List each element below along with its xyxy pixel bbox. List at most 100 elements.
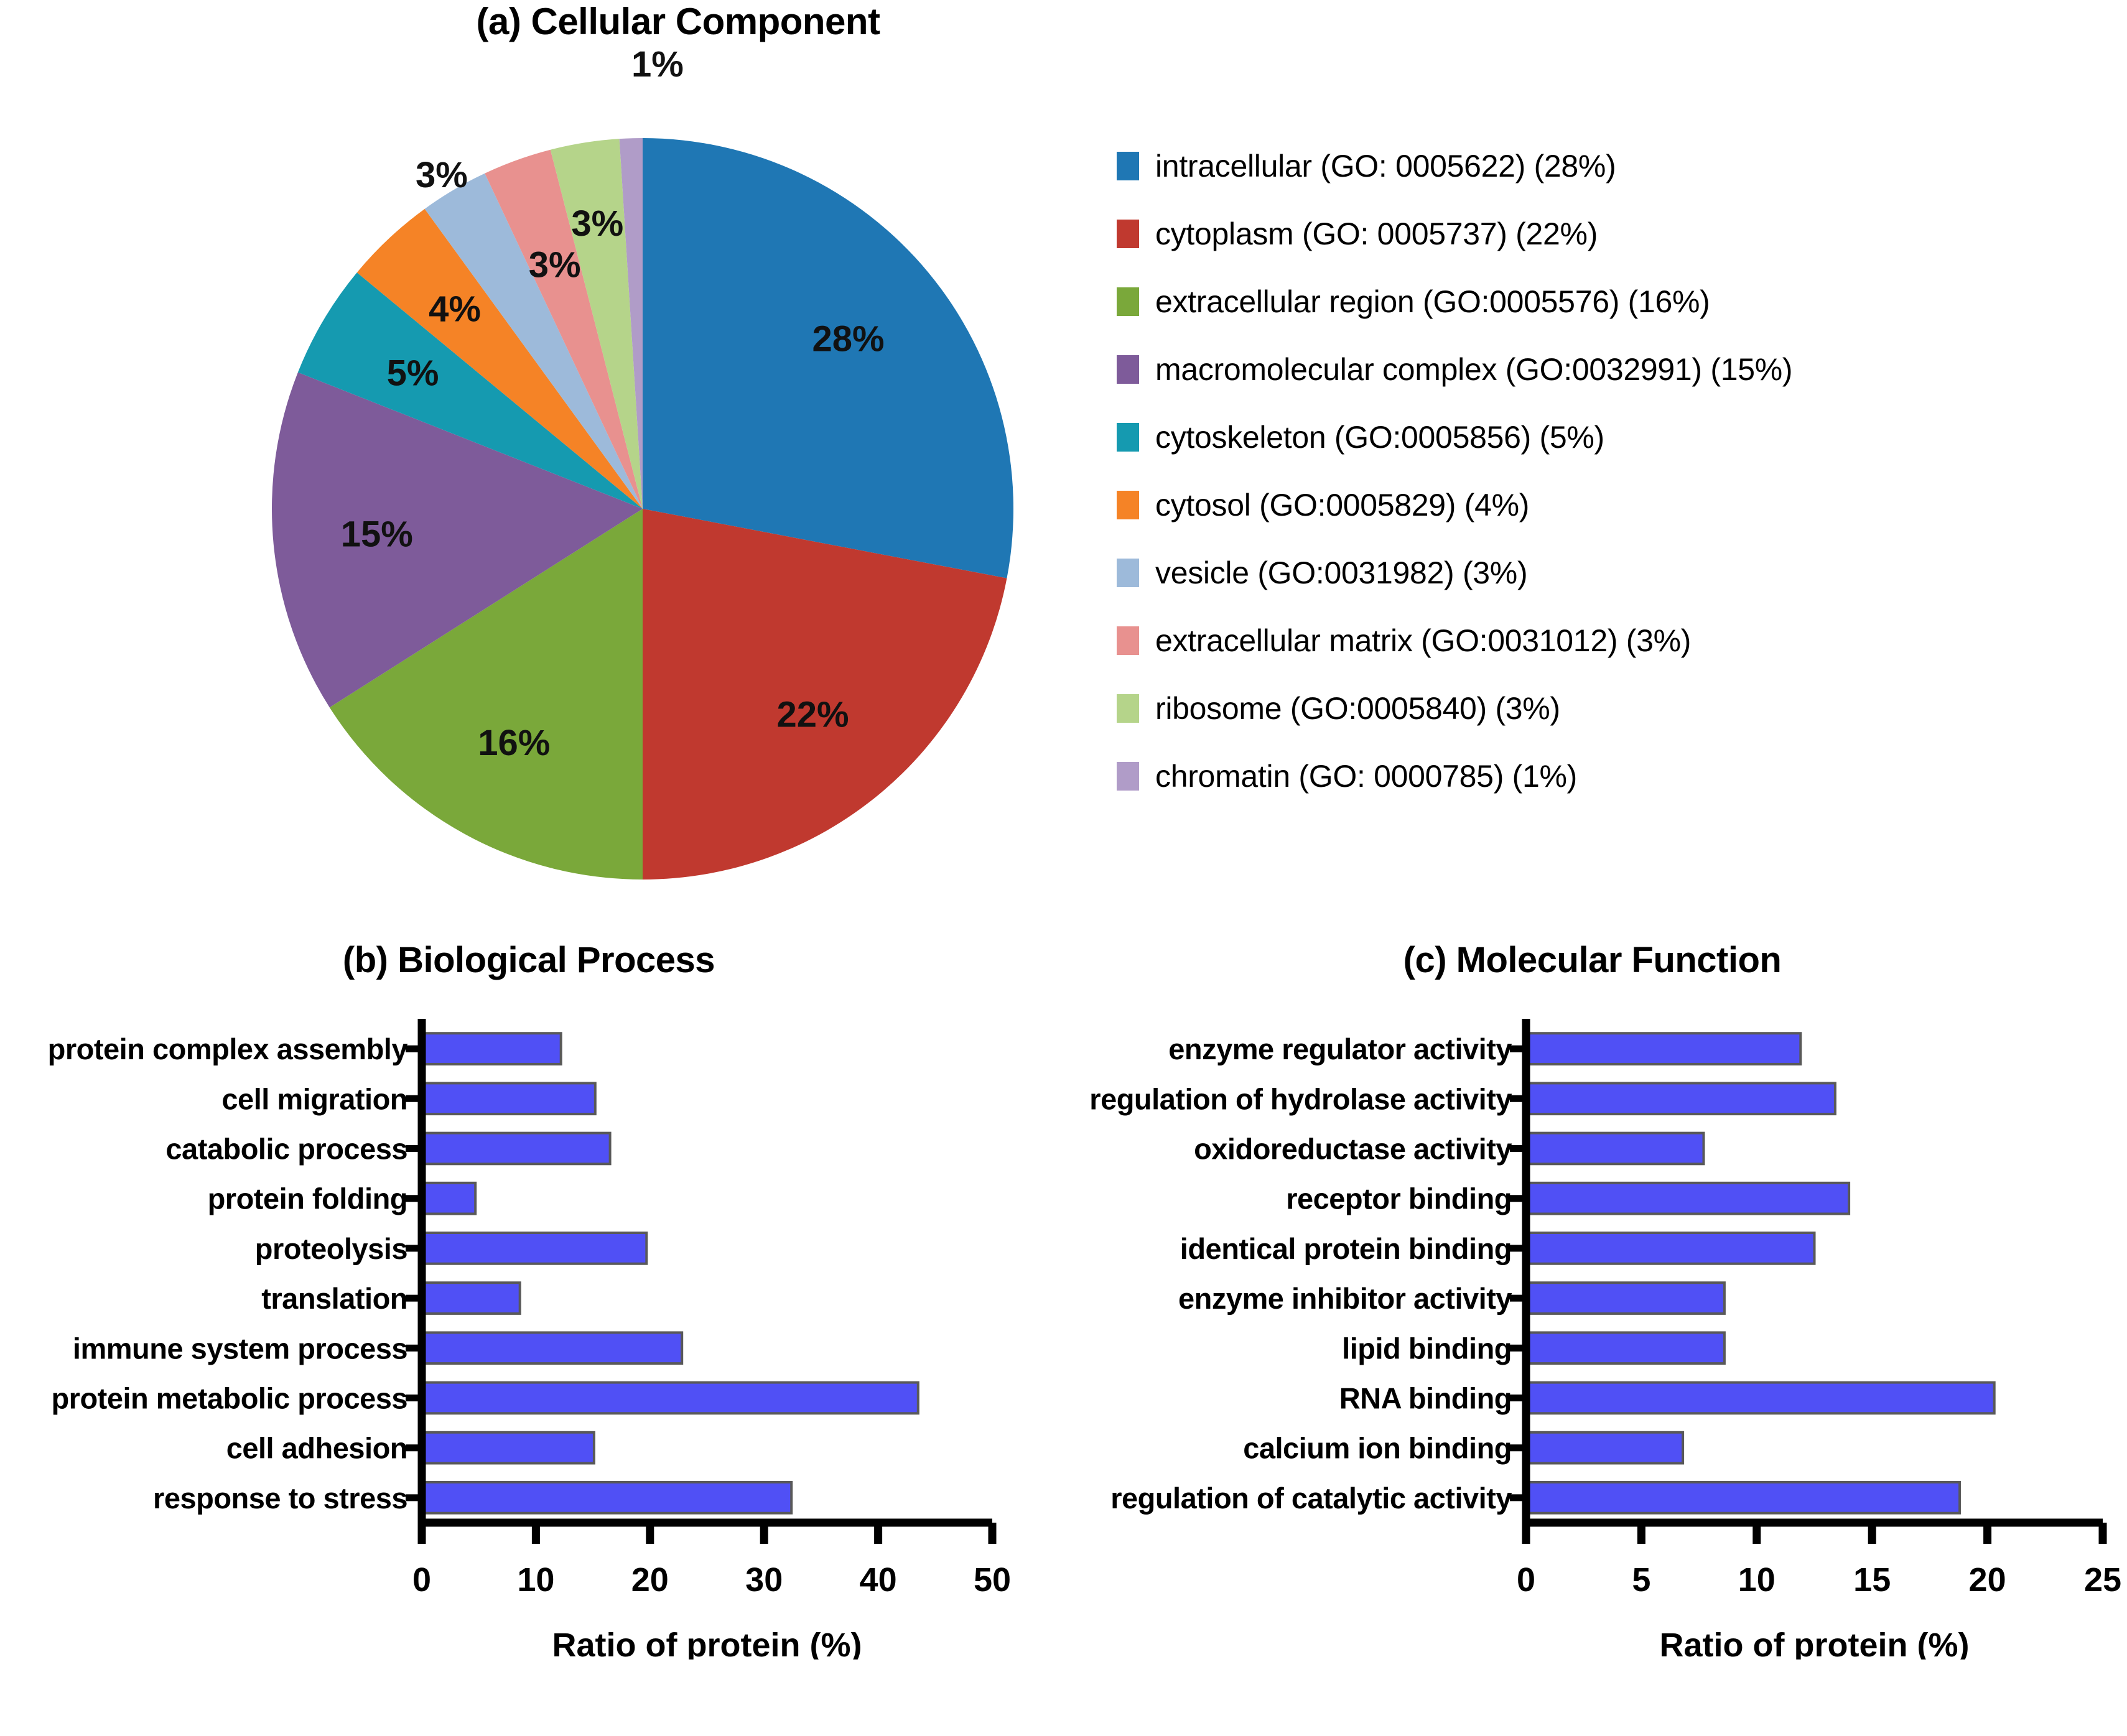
category-label: enzyme regulator activity — [1168, 1033, 1512, 1065]
legend-item-label: cytoplasm (GO: 0005737) (22%) — [1155, 216, 1598, 251]
pie-slice-label: 3% — [529, 245, 581, 285]
bar — [421, 1181, 477, 1215]
pie-inner-labels: 28%22%16%15%5%4%3%3% — [341, 203, 885, 763]
category-label: catabolic process — [165, 1133, 407, 1166]
bar — [421, 1032, 562, 1065]
bar — [1525, 1131, 1705, 1166]
bar — [421, 1082, 597, 1116]
pie-slice — [485, 149, 643, 509]
category-label: proteolysis — [255, 1232, 407, 1265]
category-label: receptor binding — [1286, 1182, 1512, 1215]
legend-item-label: chromatin (GO: 0000785) (1%) — [1155, 758, 1578, 794]
bar-chart-c-svg: enzyme regulator activity regulation of h… — [1089, 1019, 2121, 1659]
bar — [421, 1331, 684, 1365]
bar — [421, 1381, 919, 1415]
category-label: cell migration — [221, 1082, 407, 1115]
legend-item[interactable]: intracellular (GO: 0005622) (28%) — [1117, 132, 2087, 200]
x-axis-tick-label: 25 — [2084, 1561, 2121, 1599]
pie-slice — [643, 138, 1013, 578]
category-label: response to stress — [153, 1482, 407, 1515]
pie-slice-label: 22% — [776, 695, 849, 735]
category-label: immune system process — [73, 1332, 407, 1365]
legend-swatch-icon — [1117, 626, 1139, 655]
bar — [1525, 1281, 1726, 1315]
legend-item[interactable]: extracellular region (GO:0005576) (16%) — [1117, 267, 2087, 335]
legend-item[interactable]: cytosol (GO:0005829) (4%) — [1117, 471, 2087, 539]
pie-slice-label: 5% — [387, 353, 439, 394]
bar — [1525, 1381, 1996, 1415]
pie-legend: intracellular (GO: 0005622) (28%) cytopla… — [1117, 132, 2087, 810]
pie-slice — [643, 509, 1007, 880]
bar — [1525, 1331, 1726, 1365]
legend-item[interactable]: cytoskeleton (GO:0005856) (5%) — [1117, 403, 2087, 471]
pie-slice-label: 4% — [429, 289, 481, 330]
legend-item-label: intracellular (GO: 0005622) (28%) — [1155, 148, 1616, 183]
pie-slice — [550, 139, 643, 509]
panel-c-title: (c) Molecular Function — [1403, 940, 1782, 980]
bar-chart-c: enzyme regulator activity regulation of h… — [1058, 1013, 2127, 1659]
legend-swatch-icon — [1117, 287, 1139, 316]
bar — [1525, 1431, 1685, 1465]
category-label: regulation of catalytic activity — [1110, 1482, 1512, 1515]
x-axis-tick-label: 30 — [745, 1561, 783, 1599]
x-axis-tick-label: 10 — [1738, 1561, 1776, 1599]
legend-swatch-icon — [1117, 219, 1139, 248]
panel-molecular-function: (c) Molecular Function enzyme regulator … — [1058, 939, 2127, 1736]
category-label: protein metabolic process — [51, 1382, 407, 1415]
legend-item[interactable]: extracellular matrix (GO:0031012) (3%) — [1117, 606, 2087, 674]
pie-slice — [424, 173, 643, 509]
panel-a-title: (a) Cellular Component — [476, 1, 880, 42]
bar — [421, 1281, 521, 1315]
category-label: oxidoreductase activity — [1194, 1133, 1512, 1166]
category-label: cell adhesion — [226, 1432, 407, 1465]
x-axis-tick-label: 20 — [631, 1561, 669, 1599]
pie-slice-label: 3% — [571, 203, 623, 244]
pie-slice — [272, 372, 643, 708]
category-label: translation — [261, 1282, 407, 1315]
bar — [1525, 1181, 1851, 1215]
bar — [1525, 1082, 1836, 1116]
bar — [421, 1431, 595, 1465]
bar — [1525, 1032, 1802, 1065]
x-axis-title: Ratio of protein (%) — [1660, 1627, 1970, 1659]
pie-chart: 28%22%16%15%5%4%3%3% — [272, 138, 1013, 880]
legend-item[interactable]: vesicle (GO:0031982) (3%) — [1117, 539, 2087, 606]
category-label: regulation of hydrolase activity — [1089, 1082, 1512, 1115]
legend-item[interactable]: ribosome (GO:0005840) (3%) — [1117, 674, 2087, 742]
legend-item-label: ribosome (GO:0005840) (3%) — [1155, 690, 1560, 726]
pie-slice-label: 1% — [631, 44, 684, 85]
category-label: lipid binding — [1342, 1332, 1512, 1365]
category-label: RNA binding — [1339, 1382, 1512, 1415]
legend-item-label: cytoskeleton (GO:0005856) (5%) — [1155, 419, 1604, 455]
pie-slice-label: 3% — [416, 155, 468, 195]
x-axis-tick-label: 5 — [1632, 1561, 1650, 1599]
legend-swatch-icon — [1117, 558, 1139, 587]
x-axis-tick-label: 50 — [974, 1561, 1011, 1599]
pie-slice-label: 15% — [341, 514, 413, 554]
legend-item-label: extracellular region (GO:0005576) (16%) — [1155, 284, 1710, 319]
pie-svg: 28%22%16%15%5%4%3%3% — [272, 138, 1013, 880]
legend-item[interactable]: cytoplasm (GO: 0005737) (22%) — [1117, 200, 2087, 267]
legend-item-label: macromolecular complex (GO:0032991) (15%… — [1155, 351, 1793, 387]
panel-biological-process: (b) Biological Process protein complex a… — [0, 939, 1058, 1736]
bar-chart-b: protein complex assembly cell migration ca… — [0, 1013, 1058, 1659]
legend-item[interactable]: macromolecular complex (GO:0032991) (15%… — [1117, 335, 2087, 403]
legend-swatch-icon — [1117, 422, 1139, 452]
legend-swatch-icon — [1117, 694, 1139, 723]
category-label: identical protein binding — [1180, 1232, 1512, 1265]
panel-b-title: (b) Biological Process — [342, 940, 715, 980]
legend-item-label: extracellular matrix (GO:0031012) (3%) — [1155, 623, 1692, 658]
pie-slices — [272, 138, 1013, 880]
bar — [1525, 1232, 1816, 1265]
legend-item[interactable]: chromatin (GO: 0000785) (1%) — [1117, 742, 2087, 810]
panel-cellular-component: (a) Cellular Component 28%22%16%15%5%4%3… — [272, 1, 2087, 880]
pie-slice-label: 16% — [478, 723, 550, 763]
category-label: protein complex assembly — [48, 1033, 408, 1065]
category-label: enzyme inhibitor activity — [1178, 1282, 1512, 1315]
x-axis-tick-label: 0 — [412, 1561, 431, 1599]
x-axis-tick-label: 0 — [1517, 1561, 1535, 1599]
x-axis-tick-label: 20 — [1969, 1561, 2006, 1599]
x-axis-tick-label: 10 — [517, 1561, 554, 1599]
bar — [1525, 1481, 1962, 1515]
legend-swatch-icon — [1117, 355, 1139, 384]
